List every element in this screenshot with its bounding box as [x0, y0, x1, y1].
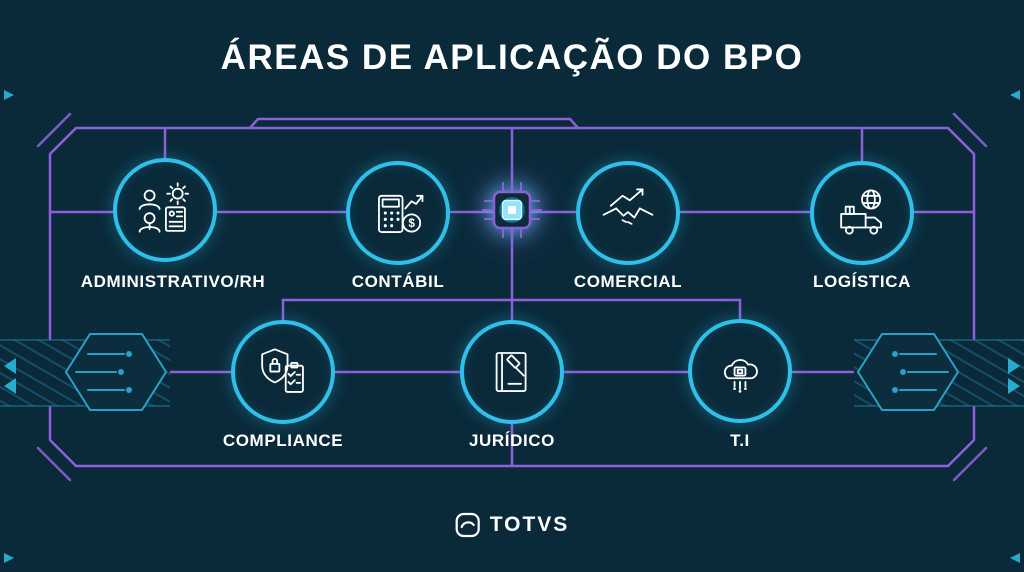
truck-globe-icon	[840, 189, 882, 235]
node-label-comercial: COMERCIAL	[573, 272, 683, 291]
node-logistica	[810, 161, 914, 265]
node-label-administrativo-rh: ADMINISTRATIVO/RH	[80, 272, 266, 291]
page-title: ÁREAS DE APLICAÇÃO DO BPO	[220, 38, 804, 77]
calculator-chart-dollar-icon: $	[378, 194, 424, 233]
node-label-juridico: JURÍDICO	[468, 431, 556, 450]
team-gear-document-icon	[138, 182, 190, 233]
edge-arrow-icons	[4, 90, 1020, 563]
shield-lock-checklist-icon	[261, 348, 304, 393]
node-label-ti: T.I	[730, 431, 750, 450]
handshake-growth-icon	[602, 188, 654, 225]
node-juridico	[460, 320, 564, 424]
circuit-hexagon-left-icon	[64, 333, 168, 411]
node-comercial	[576, 161, 680, 265]
node-label-compliance: COMPLIANCE	[222, 431, 344, 450]
cpu-chip-icon	[482, 180, 542, 240]
totvs-logo-icon	[455, 512, 480, 538]
frame-border	[36, 112, 988, 482]
node-compliance	[231, 320, 335, 424]
circuit-hexagon-right-icon	[856, 333, 960, 411]
brand-logo: TOTVS	[455, 512, 570, 538]
brand-name: TOTVS	[489, 513, 570, 536]
svg-text:$: $	[408, 217, 415, 230]
node-ti	[688, 319, 792, 423]
node-contabil: $	[346, 161, 450, 265]
node-administrativo-rh	[113, 158, 217, 262]
cloud-chip-icon	[723, 359, 758, 393]
law-book-gavel-icon	[495, 352, 527, 392]
node-label-contabil: CONTÁBIL	[351, 272, 445, 291]
node-label-logistica: LOGÍSTICA	[813, 272, 911, 291]
